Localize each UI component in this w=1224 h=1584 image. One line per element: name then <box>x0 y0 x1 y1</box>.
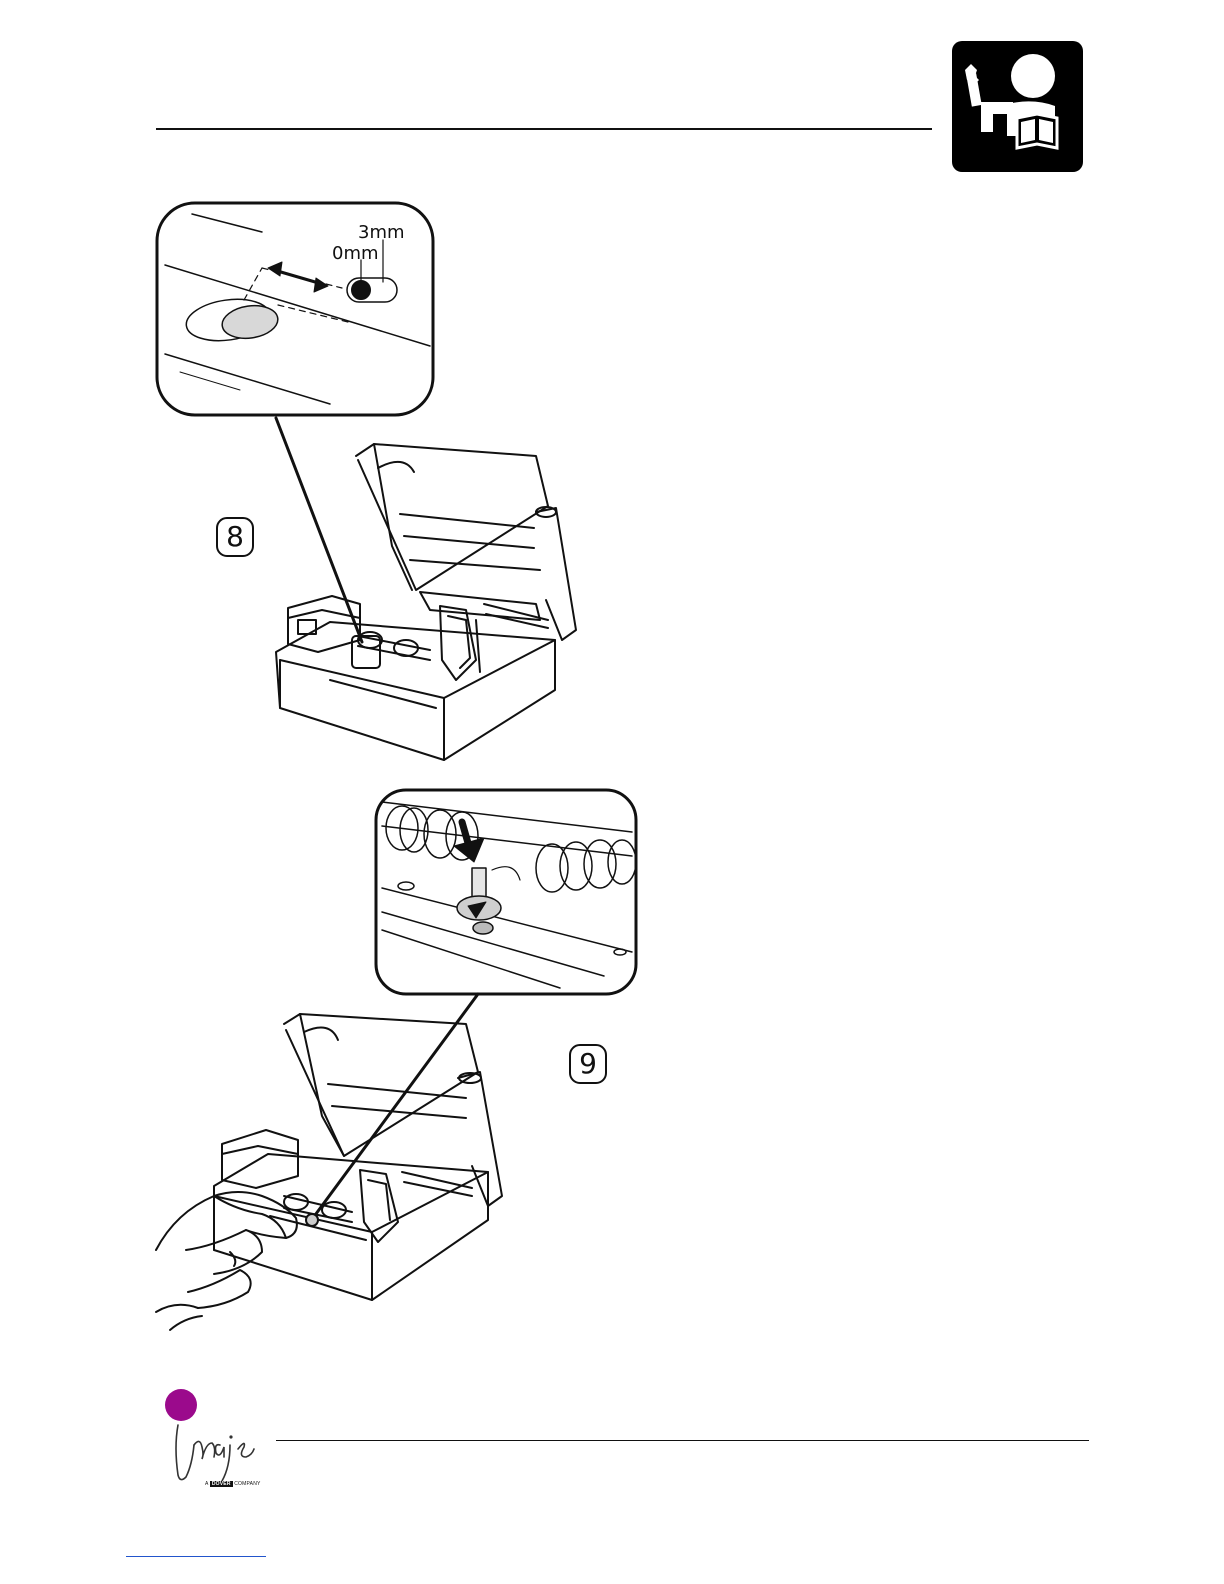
imaje-logo <box>160 1385 270 1495</box>
scale-max-label: 3mm <box>358 222 405 243</box>
step-9-badge: 9 <box>569 1044 607 1084</box>
step-9-zoom-callout <box>376 790 636 994</box>
scale-min-label: 0mm <box>332 243 379 264</box>
footer-rule <box>276 1440 1089 1441</box>
step-8-badge: 8 <box>216 517 254 557</box>
link-underline <box>126 1556 266 1557</box>
step-8-printer-illustration <box>276 444 576 760</box>
step-9-printer-illustration <box>156 1014 502 1330</box>
logo-tagline: A DOVER COMPANY <box>205 1481 261 1487</box>
